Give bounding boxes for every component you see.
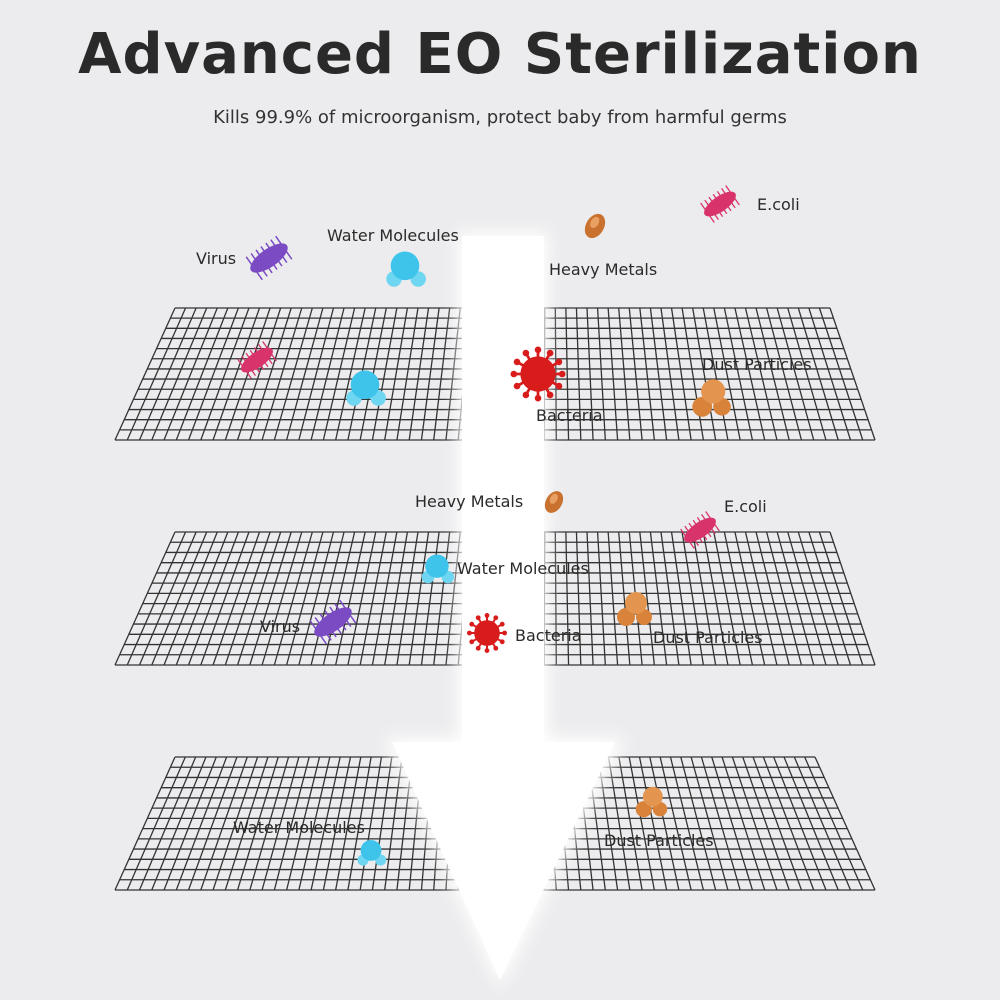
virus-icon: [309, 599, 357, 645]
water-molecule-icon: [357, 840, 387, 866]
label-water-3: Water Molecules: [233, 818, 365, 837]
label-bacteria-1: Bacteria: [536, 406, 603, 425]
arrow-icon: [385, 232, 625, 988]
virus-icon: [245, 235, 293, 281]
ecoli-icon: [237, 341, 277, 379]
label-metals-top: Heavy Metals: [549, 260, 658, 279]
subtitle: Kills 99.9% of microorganism, protect ba…: [213, 107, 787, 128]
page-title: Advanced EO Sterilization: [78, 22, 922, 87]
water-molecule-icon: [421, 554, 455, 584]
label-bacteria-2: Bacteria: [515, 626, 582, 645]
heavy-metal-icon: [544, 491, 564, 513]
ecoli-icon: [700, 185, 740, 223]
dust-particle-icon: [635, 786, 668, 818]
label-virus-top: Virus: [196, 249, 237, 268]
ecoli-icon: [680, 511, 720, 549]
bacteria-icon: [467, 613, 507, 653]
bacteria-icon: [510, 346, 566, 402]
label-virus-2: Virus: [260, 617, 301, 636]
label-water-top: Water Molecules: [327, 226, 459, 245]
label-metals-mid: Heavy Metals: [415, 492, 524, 511]
heavy-metal-icon: [584, 213, 606, 239]
label-water-2: Water Molecules: [457, 559, 589, 578]
dust-particle-icon: [617, 592, 652, 626]
dust-particle-icon: [692, 379, 731, 417]
label-dust-3: Dust Particles: [604, 831, 714, 850]
water-molecule-icon: [346, 370, 386, 406]
label-ecoli-mid: E.coli: [724, 497, 767, 516]
label-dust-1: Dust Particles: [702, 355, 812, 374]
water-molecule-icon: [386, 251, 426, 287]
mesh-layer-2: [114, 531, 876, 666]
label-dust-2: Dust Particles: [653, 628, 763, 647]
label-ecoli-top: E.coli: [757, 195, 800, 214]
